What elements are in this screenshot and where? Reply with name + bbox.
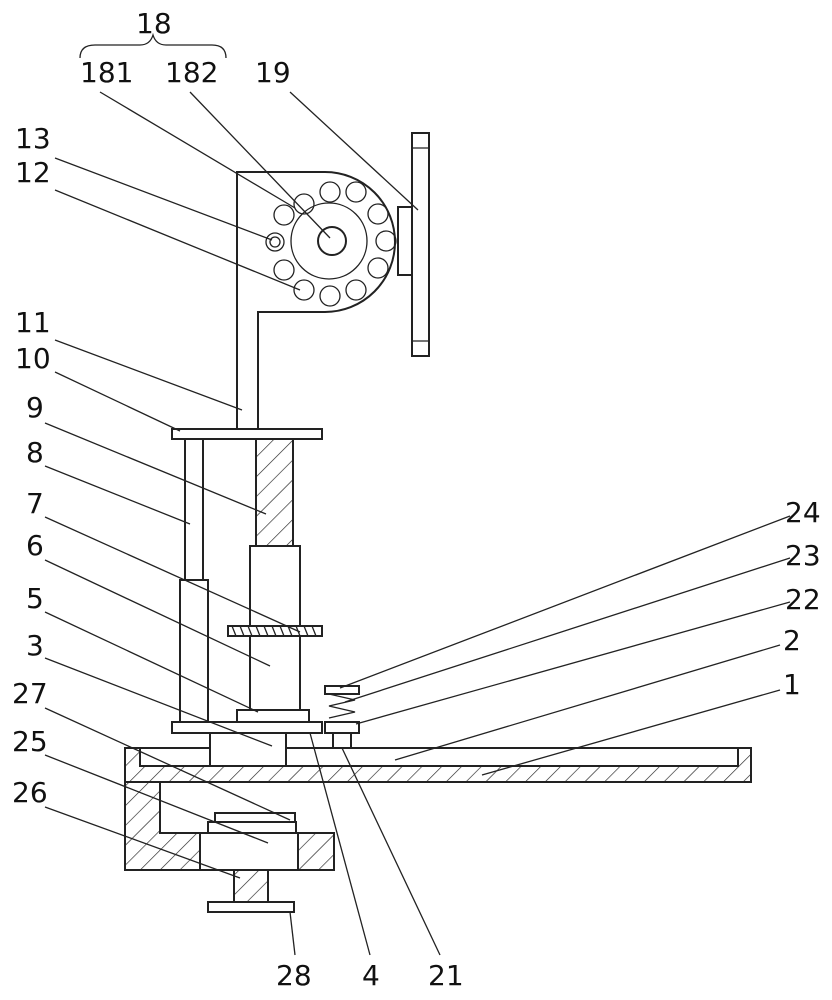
callout-27: 27 <box>12 677 48 710</box>
bearing-wheel <box>265 181 397 307</box>
callout-1: 1 <box>783 668 801 701</box>
callout-18: 18 <box>136 7 172 40</box>
callout-7: 7 <box>26 487 44 520</box>
callout-11: 11 <box>15 306 51 339</box>
side-disc <box>397 132 430 357</box>
callout-182: 182 <box>165 56 218 89</box>
callout-22: 22 <box>785 583 821 616</box>
callout-28: 28 <box>276 959 312 992</box>
callout-12: 12 <box>15 156 51 189</box>
callout-181: 181 <box>80 56 133 89</box>
label-brace <box>79 32 227 59</box>
callout-26: 26 <box>12 776 48 809</box>
leader-lines <box>44 91 791 956</box>
spring-stop <box>324 685 360 749</box>
callout-19: 19 <box>255 56 291 89</box>
callout-2: 2 <box>783 624 801 657</box>
upper-bracket <box>236 171 396 430</box>
callout-10: 10 <box>15 342 51 375</box>
callout-25: 25 <box>12 725 48 758</box>
callout-4: 4 <box>362 959 380 992</box>
callout-23: 23 <box>785 539 821 572</box>
callout-24: 24 <box>785 496 821 529</box>
callout-5: 5 <box>26 582 44 615</box>
callout-8: 8 <box>26 436 44 469</box>
callout-labels: 18 181 182 19 13 12 11 10 9 8 7 6 5 3 27… <box>12 7 821 992</box>
callout-3: 3 <box>26 629 44 662</box>
callout-9: 9 <box>26 391 44 424</box>
callout-13: 13 <box>15 122 51 155</box>
callout-6: 6 <box>26 529 44 562</box>
lifting-column <box>171 428 323 767</box>
lower-shaft <box>207 869 295 913</box>
bearing-assembly <box>207 812 297 834</box>
callout-21: 21 <box>428 959 464 992</box>
